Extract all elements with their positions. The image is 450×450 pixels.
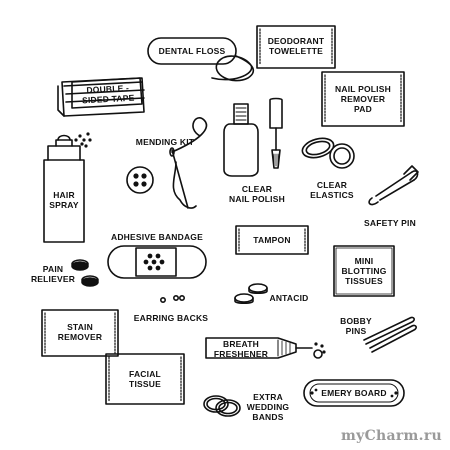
mending-kit-label: MENDING KIT: [135, 137, 195, 147]
deodorant-towelette-line-1: DEODORANT: [267, 36, 325, 46]
facial-tissue-line-2: TISSUE: [129, 379, 161, 389]
bobby-pins-label: BOBBY PINS: [334, 316, 378, 336]
hair-spray-line-2: SPRAY: [49, 200, 79, 210]
watermark: myCharm.ru: [341, 428, 442, 444]
mini-blotting-line-2: BLOTTING: [341, 266, 387, 276]
clear-elastics-drawing: [301, 137, 355, 169]
extra-wedding-bands-label: EXTRA WEDDING BANDS: [238, 392, 298, 422]
mini-blotting-line-3: TISSUES: [345, 276, 383, 286]
clear-nail-polish-drawing: [223, 97, 283, 177]
antacid-label: ANTACID: [269, 293, 309, 303]
nail-polish-remover-line-1: NAIL POLISH: [335, 84, 391, 94]
pain-reliever-label: PAIN RELIEVER: [28, 264, 78, 284]
extra-wedding-bands-line-1: EXTRA: [253, 392, 283, 402]
tampon-drawing: [235, 225, 309, 255]
bobby-pins-line-1: BOBBY: [340, 316, 372, 326]
nail-polish-remover-pad-label: NAIL POLISH REMOVER PAD: [322, 84, 404, 114]
stain-remover-label: STAIN REMOVER: [42, 322, 118, 342]
hair-spray-label: HAIR SPRAY: [44, 190, 84, 210]
safety-pin-label: SAFETY PIN: [364, 218, 416, 228]
deodorant-towelette-line-2: TOWELETTE: [268, 46, 324, 56]
extra-wedding-bands-line-3: BANDS: [252, 412, 284, 422]
bobby-pins-line-2: PINS: [345, 326, 367, 336]
mini-blotting-tissues-drawing: [333, 245, 395, 297]
extra-wedding-bands-drawing: [203, 395, 241, 417]
stain-remover-drawing: [41, 309, 119, 357]
facial-tissue-drawing: [105, 353, 185, 405]
adhesive-bandage-label: ADHESIVE BANDAGE: [111, 232, 203, 242]
dental-floss-label: DENTAL FLOSS: [158, 46, 226, 56]
clear-elastics-line-1: CLEAR: [316, 180, 348, 190]
tampon-label: TAMPON: [253, 235, 291, 245]
clear-nail-polish-line-1: CLEAR: [241, 184, 273, 194]
antacid-drawing: [234, 283, 268, 305]
nail-polish-remover-pad-drawing: [321, 71, 405, 127]
emery-board-drawing: [303, 379, 405, 407]
clear-nail-polish-label: CLEAR NAIL POLISH: [222, 184, 292, 204]
facial-tissue-label: FACIAL TISSUE: [106, 369, 184, 389]
clear-elastics-label: CLEAR ELASTICS: [300, 180, 364, 200]
mini-blotting-line-1: MINI: [354, 256, 374, 266]
nail-polish-remover-line-2: REMOVER: [340, 94, 386, 104]
earring-backs-label: EARRING BACKS: [133, 313, 209, 323]
pain-reliever-line-2: RELIEVER: [30, 274, 76, 284]
extra-wedding-bands-line-2: WEDDING: [246, 402, 290, 412]
hair-spray-drawing: [43, 132, 92, 243]
safety-pin-drawing: [368, 165, 419, 206]
double-sided-tape-drawing: [57, 77, 145, 117]
bobby-pins-drawing: [363, 316, 417, 353]
breath-freshener-drawing: [205, 337, 326, 359]
pain-reliever-line-1: PAIN: [42, 264, 64, 274]
breath-freshener-label: BREATH FRESHENER: [206, 339, 276, 359]
dental-floss-drawing: [147, 37, 254, 82]
breath-freshener-line-2: FRESHENER: [213, 349, 269, 359]
nail-polish-remover-line-3: PAD: [354, 104, 372, 114]
deodorant-towelette-drawing: [256, 25, 336, 69]
stain-remover-line-1: STAIN: [67, 322, 93, 332]
mending-kit-drawing: [126, 117, 208, 209]
emery-board-label: EMERY BOARD: [321, 388, 387, 398]
clear-nail-polish-line-2: NAIL POLISH: [229, 194, 285, 204]
breath-freshener-line-1: BREATH: [223, 339, 259, 349]
facial-tissue-line-1: FACIAL: [129, 369, 161, 379]
pain-reliever-drawing: [71, 259, 99, 287]
stain-remover-line-2: REMOVER: [57, 332, 103, 342]
clear-elastics-line-2: ELASTICS: [310, 190, 354, 200]
hair-spray-line-1: HAIR: [53, 190, 75, 200]
adhesive-bandage-drawing: [107, 245, 207, 279]
earring-backs-drawing: [160, 294, 186, 303]
deodorant-towelette-label: DEODORANT TOWELETTE: [257, 36, 335, 56]
double-sided-tape-label: DOUBLE - SIDED TAPE: [76, 82, 141, 105]
mini-blotting-tissues-label: MINI BLOTTING TISSUES: [334, 256, 394, 286]
